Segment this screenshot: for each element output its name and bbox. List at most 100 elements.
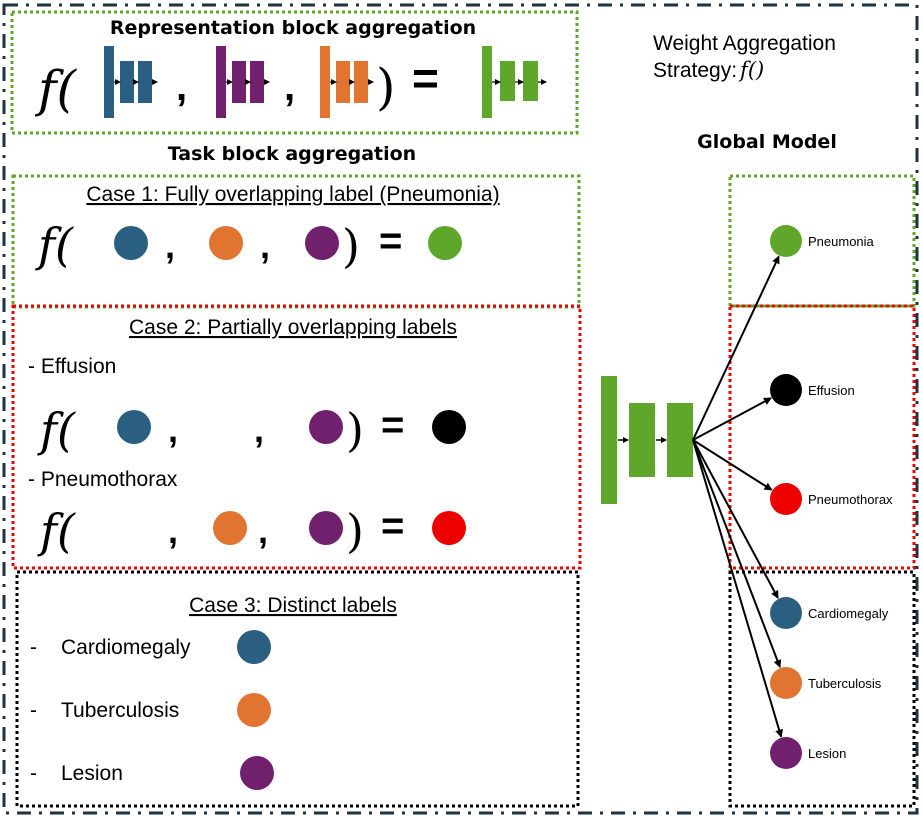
client-model-block	[104, 46, 158, 118]
client-task-head-dot	[309, 511, 343, 545]
bullet-dash: -	[30, 636, 37, 659]
func-symbol: f(	[34, 60, 78, 118]
task-head-dot	[770, 225, 802, 257]
func-symbol: f(	[35, 218, 74, 272]
model-hidden-layer	[336, 61, 350, 103]
global-task-head: Pneumothorax	[692, 439, 893, 515]
case3-items: - Cardiomegaly - Tuberculosis - Lesion	[30, 630, 274, 790]
model-hidden-layer	[500, 61, 515, 101]
strategy-func: f()	[738, 58, 764, 82]
distinct-label-text: Lesion	[61, 762, 123, 785]
comma: ,	[165, 225, 175, 266]
head-arrow	[692, 439, 779, 599]
global-layer-input	[601, 376, 617, 504]
head-arrow	[692, 439, 783, 738]
comma: ,	[284, 65, 295, 109]
global-partial-overlap-box	[728, 304, 916, 570]
distinct-label-text: Cardiomegaly	[61, 636, 191, 659]
model-output-layer	[250, 61, 264, 103]
head-arrow	[692, 255, 780, 441]
client-task-head-dot	[117, 410, 151, 444]
global-model-block	[482, 46, 547, 118]
pneumothorax-label: - Pneumothorax	[28, 468, 178, 491]
equals-sign: =	[412, 52, 439, 104]
effusion-label: - Effusion	[28, 355, 116, 378]
task-head-label: Lesion	[808, 746, 846, 761]
distinct-label-item: - Lesion	[30, 756, 274, 790]
strategy-line2: Strategy:f()	[653, 58, 764, 82]
representation-box	[10, 10, 579, 135]
representation-title: Representation block aggregation	[110, 17, 476, 39]
head-arrow	[692, 397, 772, 441]
global-distinct-box	[728, 570, 916, 808]
client-model-block	[320, 46, 374, 118]
task-head-label: Pneumothorax	[808, 492, 893, 507]
task-title: Task block aggregation	[168, 143, 416, 165]
client-task-head-dot	[240, 756, 274, 790]
aggregated-task-head-dot	[428, 226, 462, 260]
global-layer-output	[667, 403, 693, 477]
comma: ,	[260, 225, 270, 266]
equals-sign: =	[381, 403, 404, 447]
global-model-title: Global Model	[697, 131, 837, 153]
global-heads: PneumoniaEffusionPneumothoraxCardiomegal…	[692, 225, 893, 769]
outer-frame	[2, 3, 919, 815]
case2-box	[11, 304, 582, 570]
model-output-layer	[354, 61, 368, 103]
client-task-head-dot	[213, 511, 247, 545]
model-input-layer	[320, 46, 330, 118]
strategy-line1: Weight Aggregation	[653, 32, 836, 55]
global-full-overlap-box	[728, 174, 916, 308]
head-arrow	[692, 439, 782, 669]
global-layer-hidden	[629, 403, 655, 477]
case3-box	[15, 570, 580, 808]
global-task-head: Lesion	[692, 439, 846, 769]
model-input-layer	[104, 46, 114, 118]
close-paren: )	[346, 504, 364, 558]
aggregated-task-head-dot	[432, 511, 466, 545]
client-task-head-dot	[114, 226, 148, 260]
representation-blocks	[104, 46, 547, 118]
client-model-block	[216, 46, 270, 118]
case2-dots	[117, 410, 466, 545]
task-head-dot	[770, 667, 802, 699]
equals-sign: =	[379, 219, 402, 263]
bullet-dash: -	[30, 762, 37, 785]
client-task-head-dot	[309, 410, 343, 444]
close-paren: )	[346, 403, 364, 457]
head-arrow	[692, 439, 773, 491]
task-head-label: Pneumonia	[808, 234, 875, 249]
close-paren: )	[342, 219, 360, 273]
client-task-head-dot	[305, 226, 339, 260]
case1-title: Case 1: Fully overlapping label (Pneumon…	[86, 183, 499, 206]
distinct-label-item: - Cardiomegaly	[30, 630, 271, 664]
task-head-label: Tuberculosis	[808, 676, 882, 691]
task-head-label: Effusion	[808, 383, 855, 398]
equals-sign: =	[381, 504, 404, 548]
case3-title: Case 3: Distinct labels	[189, 594, 397, 617]
close-paren: )	[376, 58, 396, 116]
model-input-layer	[216, 46, 226, 118]
client-task-head-dot	[237, 630, 271, 664]
func-symbol: f(	[37, 403, 76, 457]
model-output-layer	[523, 61, 538, 101]
global-task-head: Pneumonia	[692, 225, 875, 441]
distinct-label-text: Tuberculosis	[61, 699, 179, 722]
task-head-dot	[770, 374, 802, 406]
global-task-head: Tuberculosis	[692, 439, 882, 699]
global-task-head: Cardiomegaly	[692, 439, 889, 629]
case1-dots	[114, 226, 462, 260]
model-output-layer	[138, 61, 152, 103]
client-task-head-dot	[237, 693, 271, 727]
aggregated-task-head-dot	[432, 410, 466, 444]
distinct-label-item: - Tuberculosis	[30, 693, 271, 727]
model-hidden-layer	[120, 61, 134, 103]
case2-title: Case 2: Partially overlapping labels	[129, 316, 457, 339]
comma: ,	[168, 409, 178, 450]
task-head-dot	[770, 483, 802, 515]
comma: ,	[258, 510, 268, 551]
bullet-dash: -	[30, 699, 37, 722]
strategy-label: Strategy:	[653, 59, 737, 82]
comma: ,	[254, 409, 264, 450]
